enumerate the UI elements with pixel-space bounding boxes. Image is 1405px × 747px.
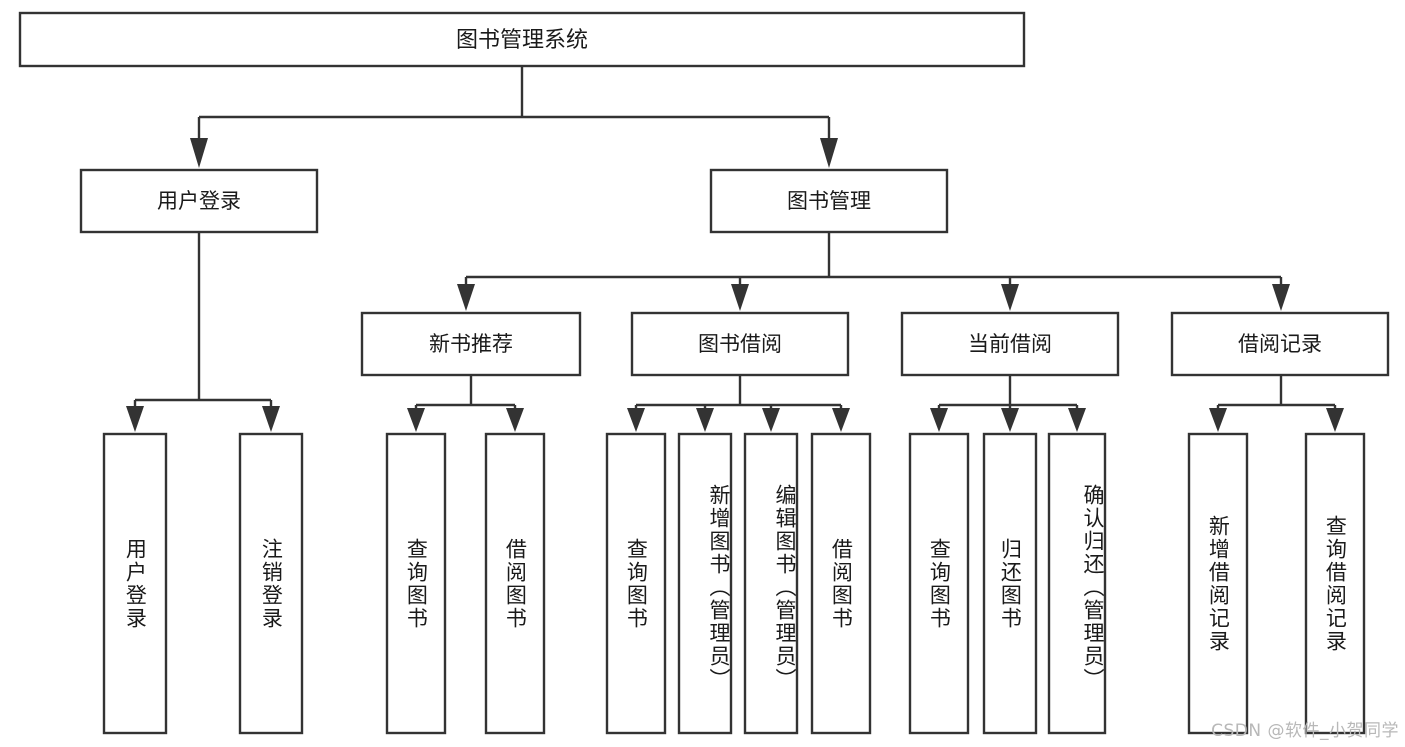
node-book-borrow-label: 图书借阅 (698, 332, 782, 356)
node-new-book-recommend[interactable]: 新书推荐 (360, 311, 582, 377)
arrow-head-icon (407, 408, 425, 432)
node-current-borrow-label: 当前借阅 (968, 332, 1052, 356)
node-book-borrow-rect[interactable] (630, 311, 850, 377)
leaf-box-user-login[interactable] (102, 432, 168, 735)
leaf-box-add-record[interactable] (1187, 432, 1249, 735)
connectors-userlogin-to-leaves (126, 232, 280, 432)
node-borrow-records[interactable]: 借阅记录 (1170, 311, 1390, 377)
leaf-box-query-book-borrow[interactable] (605, 432, 667, 735)
arrow-head-icon (1272, 284, 1290, 311)
arrow-head-icon (762, 408, 780, 432)
arrow-head-icon (262, 406, 280, 432)
leaf-box-logout[interactable] (238, 432, 304, 735)
node-root-rect[interactable] (18, 11, 1026, 68)
arrow-head-icon (190, 138, 208, 168)
connectors-bookmgmt-to-level3 (457, 232, 1290, 311)
node-current-borrow-rect[interactable] (900, 311, 1120, 377)
leaf-boxes (102, 432, 1366, 735)
arrow-head-icon (1326, 408, 1344, 432)
node-book-management-label: 图书管理 (787, 189, 871, 213)
leaf-box-query-record[interactable] (1304, 432, 1366, 735)
arrow-head-icon (1209, 408, 1227, 432)
node-book-management-rect[interactable] (709, 168, 949, 234)
leaf-box-query-book-current[interactable] (908, 432, 970, 735)
leaf-box-add-book-admin[interactable] (677, 432, 733, 735)
leaf-box-return-book[interactable] (982, 432, 1038, 735)
node-book-borrow[interactable]: 图书借阅 (630, 311, 850, 377)
arrow-head-icon (1068, 408, 1086, 432)
arrow-head-icon (731, 284, 749, 311)
arrow-head-icon (930, 408, 948, 432)
connectors-root-to-level2 (190, 66, 838, 168)
node-book-management[interactable]: 图书管理 (709, 168, 949, 234)
node-root-label: 图书管理系统 (456, 28, 588, 53)
arrow-head-icon (820, 138, 838, 168)
node-borrow-records-label: 借阅记录 (1238, 332, 1322, 356)
arrow-head-icon (457, 284, 475, 311)
arrow-head-icon (832, 408, 850, 432)
node-user-login[interactable]: 用户登录 (79, 168, 319, 234)
arrow-head-icon (627, 408, 645, 432)
leaf-box-borrow-book-rec[interactable] (484, 432, 546, 735)
node-root[interactable]: 图书管理系统 (18, 11, 1026, 68)
leaf-box-confirm-return-admin[interactable] (1047, 432, 1107, 735)
arrow-head-icon (1001, 284, 1019, 311)
arrow-head-icon (126, 406, 144, 432)
node-current-borrow[interactable]: 当前借阅 (900, 311, 1120, 377)
connectors-borrow-to-leaves (627, 375, 850, 432)
node-borrow-records-rect[interactable] (1170, 311, 1390, 377)
node-user-login-rect[interactable] (79, 168, 319, 234)
connectors-current-to-leaves (930, 375, 1086, 432)
leaf-box-borrow-book[interactable] (810, 432, 872, 735)
arrow-head-icon (696, 408, 714, 432)
node-user-login-label: 用户登录 (157, 189, 241, 213)
node-new-book-recommend-label: 新书推荐 (429, 332, 513, 356)
leaf-box-query-book-rec[interactable] (385, 432, 447, 735)
leaf-box-edit-book-admin[interactable] (743, 432, 799, 735)
node-new-book-recommend-rect[interactable] (360, 311, 582, 377)
connectors-records-to-leaves (1209, 375, 1344, 432)
connectors-newbook-to-leaves (407, 375, 524, 432)
arrow-head-icon (1001, 408, 1019, 432)
csdn-watermark: CSDN @软件_小贺同学 (1211, 721, 1399, 741)
arrow-head-icon (506, 408, 524, 432)
